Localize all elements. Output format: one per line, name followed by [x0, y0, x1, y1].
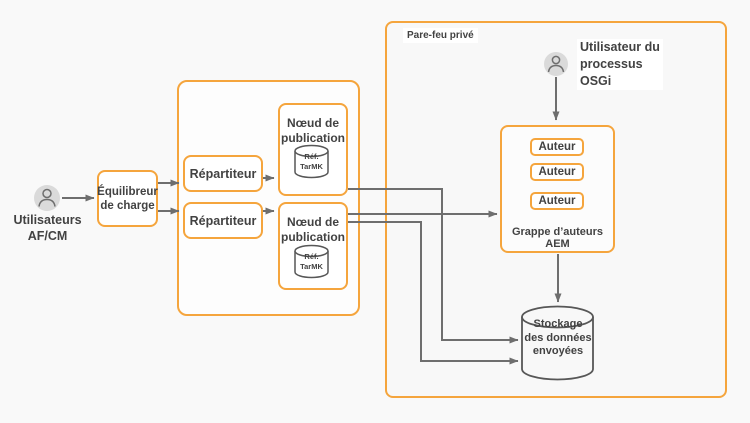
osgi-user-label: Utilisateur du processus OSGi — [577, 39, 663, 90]
tarmk-1-label: Réf. TarMK — [300, 152, 323, 171]
firewall-label: Pare-feu privé — [403, 28, 478, 43]
author-3-label: Auteur — [538, 195, 576, 207]
dispatcher-2-box: Répartiteur — [183, 202, 263, 239]
author-1-box: Auteur — [530, 138, 584, 156]
author-3-box: Auteur — [530, 192, 584, 210]
load-balancer-label: Équilibreur de charge — [97, 185, 158, 212]
author-cluster-box: Auteur Auteur Auteur Grappe d’auteurs AE… — [500, 125, 615, 253]
dispatcher-2-label: Répartiteur — [189, 213, 257, 228]
users-label: Utilisateurs AF/CM — [13, 213, 82, 243]
dispatcher-1-label: Répartiteur — [189, 166, 257, 181]
storage-label: Stockage des données envoyées — [524, 318, 592, 357]
author-1-label: Auteur — [538, 141, 576, 153]
tarmk-2-label: Réf. TarMK — [300, 252, 323, 271]
author-cluster-label: Grappe d’auteurs AEM — [511, 226, 604, 250]
publish-node-1-box: Nœud de publication — [278, 103, 348, 196]
author-2-label: Auteur — [538, 166, 576, 178]
load-balancer-box: Équilibreur de charge — [97, 170, 158, 227]
publish-node-2-box: Nœud de publication — [278, 202, 348, 290]
dispatcher-1-box: Répartiteur — [183, 155, 263, 192]
user-icon — [34, 185, 60, 211]
publish-node-2-label: Nœud de publication — [281, 215, 345, 244]
publish-node-1-label: Nœud de publication — [281, 116, 345, 145]
author-2-box: Auteur — [530, 163, 584, 181]
